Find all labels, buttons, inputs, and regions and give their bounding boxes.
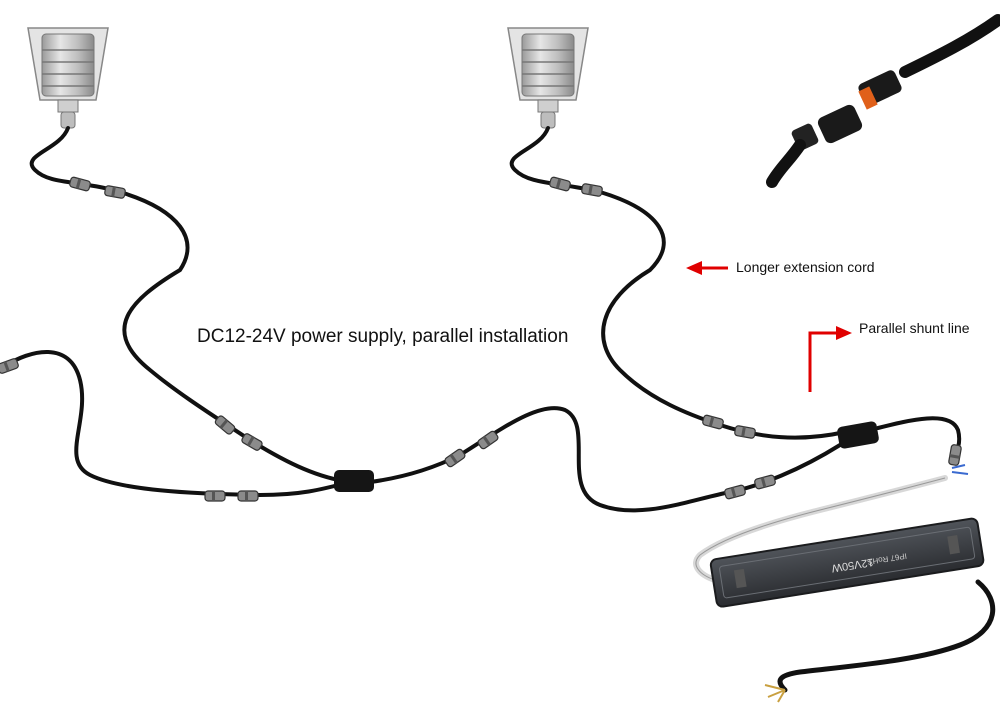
power-supply-icon: 12V50W IP67 RoHS <box>693 464 996 703</box>
connector-closeup-icon <box>766 14 1000 188</box>
arrow-left-icon <box>686 261 728 275</box>
cable-network <box>3 126 962 513</box>
arrow-right-elbow-icon <box>808 326 852 392</box>
y-splitter-icon <box>334 421 879 492</box>
downlight-fixture-left <box>27 27 109 129</box>
extension-cord-label: Longer extension cord <box>736 259 875 275</box>
shunt-line-label: Parallel shunt line <box>859 320 970 336</box>
downlight-fixture-middle <box>507 27 589 129</box>
diagram-title: DC12-24V power supply, parallel installa… <box>197 326 569 347</box>
